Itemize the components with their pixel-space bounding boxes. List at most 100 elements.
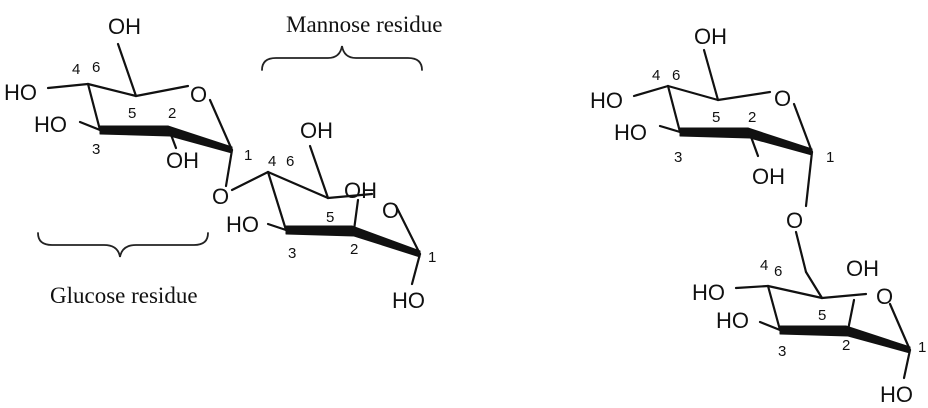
bond-c1-bridge bbox=[224, 148, 234, 188]
bond-l-c3-oh bbox=[758, 320, 782, 332]
mannose-c4-number: 4 bbox=[268, 153, 276, 170]
glucose-ring-oxygen: O bbox=[190, 82, 207, 107]
bond-c5-o bbox=[134, 84, 190, 98]
glucose-c6-oh: OH bbox=[108, 14, 141, 39]
bond-m-c3-c2-bold bbox=[285, 225, 355, 237]
bond-m-c4-c3 bbox=[266, 170, 288, 232]
bond-c4-c3 bbox=[86, 82, 102, 132]
right-glycosidic-oxygen: O bbox=[786, 208, 803, 233]
upper-c4-number: 4 bbox=[652, 67, 660, 84]
lower-c5-number: 5 bbox=[818, 307, 826, 324]
bond-m-c1-oh bbox=[410, 252, 422, 286]
bond-u-c4-c3 bbox=[666, 84, 682, 134]
upper-c3-ho: HO bbox=[614, 120, 647, 145]
bond-m-c5-c6 bbox=[308, 144, 330, 200]
bond-l-c4-c5 bbox=[766, 284, 824, 300]
upper-c3-number: 3 bbox=[674, 149, 682, 166]
bond-m-c2-oh bbox=[352, 198, 360, 232]
bond-m-c2-c1-bold bbox=[351, 225, 421, 258]
right-structure: OH HO HO OH O 4 6 5 2 3 1 O bbox=[590, 24, 926, 407]
bond-c3-c2-bold bbox=[99, 125, 171, 137]
mannose-c3-number: 3 bbox=[288, 245, 296, 262]
glucose-c2-oh: OH bbox=[166, 148, 199, 173]
glucose-c4-ho: HO bbox=[4, 80, 37, 105]
bond-bridge-c4 bbox=[230, 170, 270, 192]
upper-c2-number: 2 bbox=[748, 109, 756, 126]
bond-u-c3-oh bbox=[658, 124, 682, 134]
glucose-c1-number: 1 bbox=[244, 147, 252, 164]
bond-c4-oh bbox=[46, 82, 90, 90]
bond-u-o-c1 bbox=[792, 102, 814, 154]
bond-u-c4-oh bbox=[632, 84, 670, 98]
bond-o-c1 bbox=[208, 98, 234, 152]
lower-c2-oh: OH bbox=[846, 256, 879, 281]
bond-c3-oh bbox=[78, 120, 102, 132]
mannose-c3-ho: HO bbox=[226, 212, 259, 237]
glucose-c6-number: 6 bbox=[92, 59, 100, 76]
lower-ring-oxygen: O bbox=[876, 284, 893, 309]
bond-u-c5-o bbox=[716, 90, 772, 102]
bond-l-c6-c5 bbox=[804, 270, 824, 300]
upper-c4-ho: HO bbox=[590, 88, 623, 113]
mannose-c1-ho: HO bbox=[392, 288, 425, 313]
glucose-c5-number: 5 bbox=[128, 105, 136, 122]
lower-c3-number: 3 bbox=[778, 343, 786, 360]
mannose-ring: OH OH O HO HO 4 6 5 2 3 1 bbox=[226, 118, 436, 313]
lower-c4-number: 4 bbox=[760, 257, 768, 274]
lower-c2-number: 2 bbox=[842, 337, 850, 354]
bond-u-c5-c6 bbox=[702, 48, 720, 102]
bond-u-c3-c2-bold bbox=[679, 127, 751, 139]
bond-m-c3-oh bbox=[266, 222, 288, 232]
bond-l-c2-oh bbox=[846, 298, 856, 332]
mannose-c1-number: 1 bbox=[428, 249, 436, 266]
glucose-c3-number: 3 bbox=[92, 141, 100, 158]
lower-c6-number: 6 bbox=[774, 263, 782, 280]
mannose-c6-oh: OH bbox=[300, 118, 333, 143]
bond-u-c4-c5 bbox=[666, 84, 720, 102]
bond-m-o-c1 bbox=[394, 204, 422, 256]
bond-l-c1-oh bbox=[902, 348, 912, 380]
lower-c4-ho: HO bbox=[692, 280, 725, 305]
upper-c6-number: 6 bbox=[672, 67, 680, 84]
bond-c2-oh bbox=[168, 130, 178, 150]
lower-c3-ho: HO bbox=[716, 308, 749, 333]
bond-c5-c6 bbox=[116, 42, 138, 98]
bond-bridge-c6 bbox=[794, 230, 808, 274]
bond-l-o-c1 bbox=[888, 302, 912, 352]
mannose-c2-number: 2 bbox=[350, 241, 358, 258]
upper-ring: OH HO HO OH O 4 6 5 2 3 1 bbox=[590, 24, 834, 208]
lower-ring: HO HO OH O HO 4 6 5 2 3 1 bbox=[692, 256, 926, 407]
bond-m-c5-o bbox=[326, 192, 374, 200]
upper-ring-oxygen: O bbox=[774, 86, 791, 111]
bond-l-c5-o bbox=[820, 292, 868, 300]
glucose-c3-ho: HO bbox=[34, 112, 67, 137]
upper-c5-number: 5 bbox=[712, 109, 720, 126]
glucose-ring: OH HO HO OH O 4 6 5 2 3 1 bbox=[4, 14, 252, 188]
mannose-c6-number: 6 bbox=[286, 153, 294, 170]
upper-c6-oh: OH bbox=[694, 24, 727, 49]
bond-l-c3-c2-bold bbox=[779, 325, 849, 337]
bond-m-c4-c5 bbox=[266, 170, 330, 200]
lower-c1-ho: HO bbox=[880, 382, 913, 407]
lower-c1-number: 1 bbox=[918, 339, 926, 356]
bond-u-c2-oh bbox=[748, 132, 760, 158]
mannose-c5-number: 5 bbox=[326, 209, 334, 226]
mannose-c2-oh: OH bbox=[344, 178, 377, 203]
mannose-residue-label: Mannose residue bbox=[286, 12, 443, 37]
mannose-ring-oxygen: O bbox=[382, 198, 399, 223]
upper-c1-number: 1 bbox=[826, 149, 834, 166]
glucose-c4-number: 4 bbox=[72, 61, 80, 78]
left-structure: Mannose residue Glucose residue OH HO HO… bbox=[4, 12, 443, 313]
glucose-residue-label: Glucose residue bbox=[50, 283, 198, 308]
bond-c4-c5 bbox=[86, 82, 138, 98]
bond-l-c4-oh bbox=[734, 284, 770, 290]
mannose-brace bbox=[261, 45, 423, 71]
bond-u-c1-bridge bbox=[804, 150, 814, 208]
bond-u-c2-c1-bold bbox=[747, 127, 813, 156]
glucose-brace bbox=[37, 232, 209, 258]
bond-l-c4-c3 bbox=[766, 284, 782, 332]
left-glycosidic-oxygen: O bbox=[212, 184, 229, 209]
upper-c2-oh: OH bbox=[752, 164, 785, 189]
